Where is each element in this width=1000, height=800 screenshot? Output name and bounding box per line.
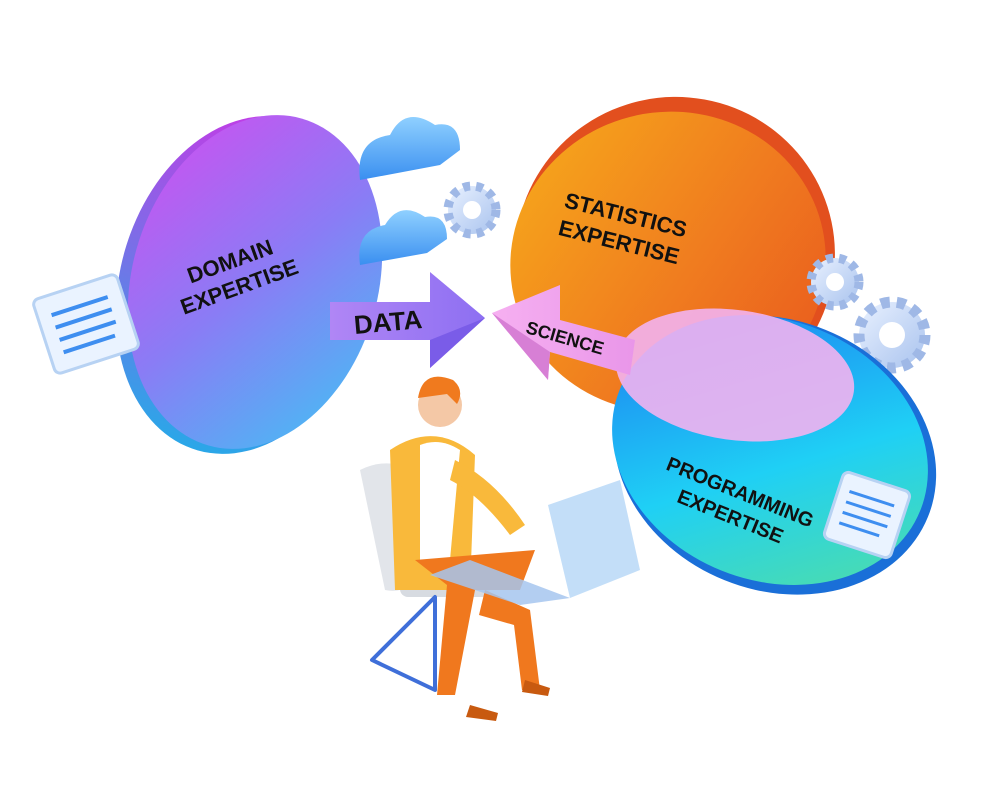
person-icon (390, 376, 550, 721)
data-arrow-label: DATA (353, 304, 424, 340)
science-arrow (492, 285, 635, 380)
document-icon (32, 273, 140, 375)
data-arrow (330, 272, 485, 368)
gear-icon (443, 181, 931, 374)
laptop-icon (430, 480, 640, 605)
cloud-icon (359, 117, 460, 265)
document-icon (822, 470, 912, 560)
domain-expertise-disc (115, 115, 383, 454)
